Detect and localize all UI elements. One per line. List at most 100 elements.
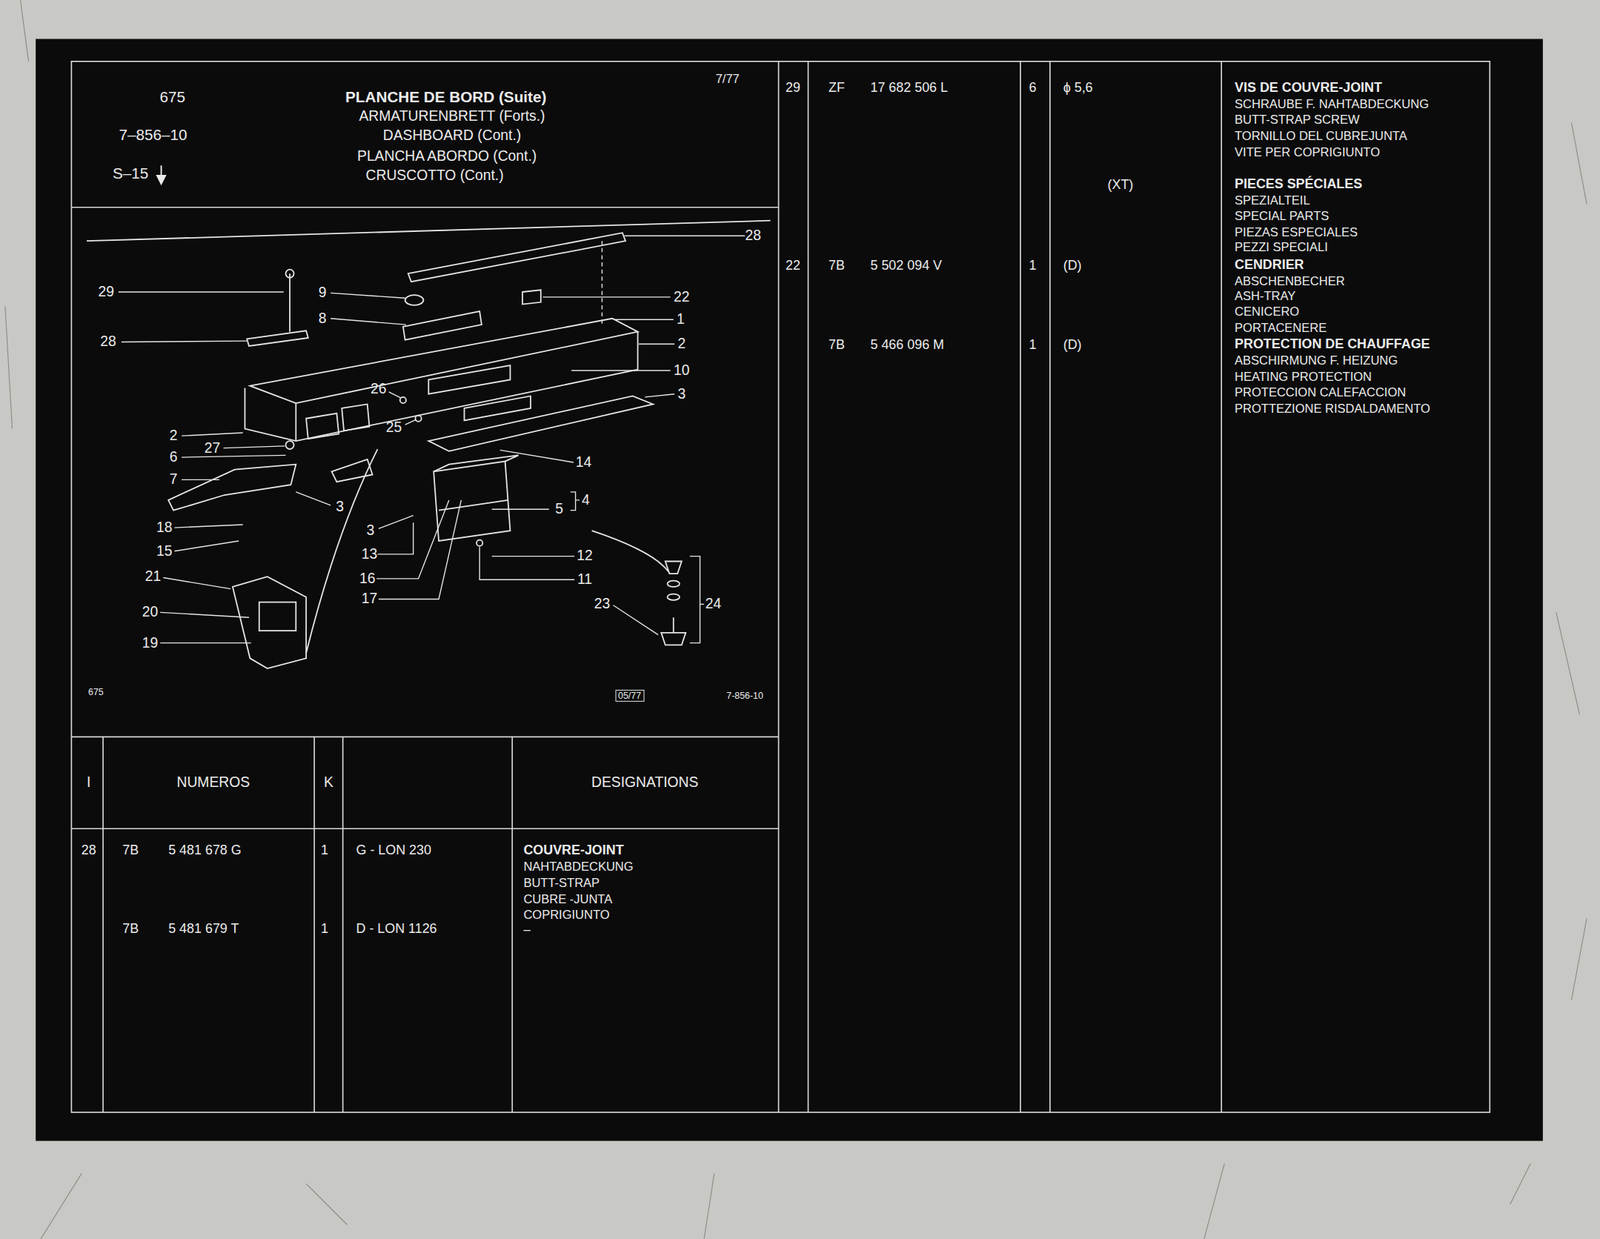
- dashboard-illustration-part: [476, 540, 483, 547]
- callout-number: 5: [555, 500, 564, 518]
- quantity: 1: [1028, 337, 1037, 353]
- part-number: 5 502 094 V: [870, 257, 943, 274]
- callout-number: 3: [335, 498, 344, 516]
- part-number: 5 481 679 T: [168, 921, 239, 937]
- leader-lines-part: [330, 292, 406, 298]
- dashboard-illustration-part: [665, 561, 682, 575]
- callout-number: 7: [169, 471, 178, 488]
- leader-lines-part: [644, 394, 675, 398]
- fitting-note: (D): [1063, 337, 1082, 353]
- dashboard-illustration-part: [246, 330, 309, 347]
- column-header: DESIGNATIONS: [591, 774, 699, 791]
- callout-number: 27: [204, 439, 221, 456]
- table-grid-part: [1220, 61, 1223, 1113]
- part-prefix: 7B: [122, 921, 139, 937]
- callout-number: 26: [370, 380, 387, 398]
- quantity: 1: [1028, 257, 1037, 274]
- designation-text: SCHRAUBE F. NAHTABDECKUNG: [1234, 97, 1429, 112]
- dashboard-illustration-part: [249, 318, 638, 404]
- dashboard-illustration-part: [306, 413, 339, 439]
- leader-lines-part: [223, 446, 286, 449]
- callout-number: 25: [386, 419, 402, 436]
- column-header: NUMEROS: [177, 774, 251, 791]
- callout-number: 24: [705, 595, 722, 613]
- part-number: 5 466 096 M: [870, 337, 945, 353]
- part-prefix: ZF: [828, 80, 845, 96]
- fitting-note: ϕ 5,6: [1063, 80, 1094, 96]
- leader-lines-part: [638, 343, 675, 345]
- designation-text: PEZZI SPECIALI: [1234, 240, 1329, 255]
- callout-number: 23: [594, 595, 610, 613]
- page-title: PLANCHE DE BORD (Suite): [345, 88, 547, 106]
- table-grid-part: [342, 736, 344, 1113]
- fitting-note: D - LON 1126: [356, 921, 438, 937]
- dashboard-illustration-part: [428, 395, 653, 451]
- leader-lines-part: [543, 296, 671, 298]
- designation-text: BUTT-STRAP: [523, 875, 600, 891]
- callout-number: 12: [576, 547, 593, 564]
- dashboard-illustration-part: [286, 269, 295, 278]
- dashboard-illustration-part: [294, 403, 297, 441]
- leader-lines-part: [181, 479, 220, 481]
- table-grid-part: [511, 736, 513, 1113]
- catalog-page-number: 675: [159, 88, 186, 106]
- part-number: 5 481 678 G: [168, 842, 241, 859]
- leader-lines-part: [689, 556, 705, 644]
- designation-text: PROTECCION CALEFACCION: [1234, 384, 1406, 399]
- plate-footnote: 7-856-10: [726, 690, 764, 702]
- dashboard-illustration-part: [306, 449, 378, 653]
- designation-text: PORTACENERE: [1234, 320, 1327, 335]
- designation-text: CUBRE -JUNTA: [523, 892, 613, 907]
- designation-text: TORNILLO DEL CUBREJUNTA: [1234, 128, 1408, 144]
- callout-number: 8: [318, 310, 327, 327]
- leader-lines-part: [492, 509, 550, 510]
- leader-lines: [118, 235, 745, 643]
- table-grid-part: [807, 61, 810, 1113]
- leader-lines-part: [174, 540, 239, 552]
- table-grid-part: [71, 206, 779, 209]
- callout-number: 4: [581, 492, 590, 509]
- callout-number: 3: [366, 522, 375, 539]
- plate-date-box: 05/77: [615, 689, 645, 702]
- item-number: 29: [785, 80, 801, 96]
- callout-number: 14: [575, 454, 592, 471]
- designation-text: NAHTABDECKUNG: [523, 859, 633, 874]
- part-number: 17 682 506 L: [870, 80, 948, 96]
- leader-lines-part: [295, 492, 331, 506]
- designation-text: SPEZIALTEIL: [1234, 192, 1310, 207]
- table-grid-part: [102, 736, 104, 1113]
- dashboard-illustration-part: [433, 461, 510, 541]
- dashboard-illustration-part: [667, 594, 681, 601]
- designation-text: ABSCHENBECHER: [1234, 273, 1346, 288]
- dashboard-illustration-part: [331, 459, 373, 482]
- designation-heading: PROTECTION DE CHAUFFAGE: [1234, 336, 1430, 353]
- fitting-note: (D): [1063, 257, 1082, 274]
- callout-number: 9: [318, 284, 327, 301]
- leader-lines-part: [378, 500, 462, 600]
- fitting-note: (XT): [1107, 177, 1134, 193]
- table-grid-part: [313, 736, 315, 1113]
- table-grid: [71, 61, 1490, 1113]
- callout-number: 3: [677, 385, 686, 402]
- designation-text: –: [523, 922, 530, 937]
- table-grid-part: [1019, 61, 1022, 1113]
- callout-number: 15: [156, 542, 172, 559]
- edition-date: 7/77: [715, 71, 740, 86]
- leader-lines-part: [613, 605, 659, 636]
- callout-number: 22: [673, 289, 690, 306]
- background-scratches-part: [5, 0, 1587, 1239]
- designation-text: VITE PER COPRIGIUNTO: [1234, 145, 1380, 160]
- callout-number: 1: [676, 311, 685, 328]
- designation-text: CENICERO: [1234, 304, 1300, 319]
- part-prefix: 7B: [122, 842, 139, 859]
- item-number: 22: [785, 257, 801, 274]
- leader-lines-part: [389, 392, 402, 398]
- designation-text: PIEZAS ESPECIALES: [1234, 224, 1358, 239]
- callout-number: 6: [169, 449, 178, 466]
- callout-number: 21: [145, 568, 161, 585]
- leader-lines-part: [405, 419, 417, 425]
- dashboard-illustration-part: [667, 581, 681, 587]
- dashboard-illustration-part: [405, 294, 424, 306]
- leader-lines-part: [479, 546, 575, 580]
- title-translation: ARMATURENBRETT (Forts.): [358, 108, 545, 125]
